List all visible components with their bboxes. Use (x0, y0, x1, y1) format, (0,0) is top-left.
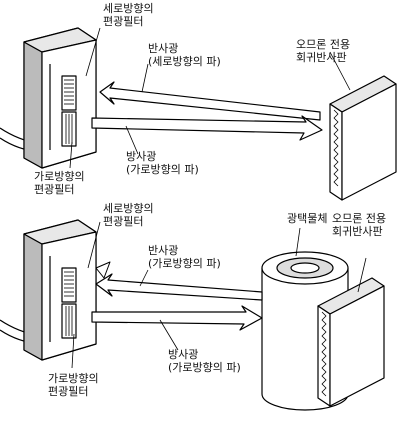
top-emitted-light-label: 방사광 (가로방향의 파) (126, 150, 199, 176)
bottom-horizontal-filter-line2: 편광필터 (48, 385, 89, 398)
bottom-horizontal-filter-line1: 가로방향의 (48, 372, 99, 385)
bottom-emitted-light-line2: (가로방향의 파) (168, 361, 241, 374)
top-leader-lines (69, 27, 351, 169)
bottom-vertical-filter-line1: 세로방향의 (103, 202, 154, 215)
bottom-reflected-light-line2: (가로방향의 파) (148, 257, 221, 270)
top-reflector-line2: 회귀반사판 (296, 51, 347, 64)
top-reflected-beam (99, 81, 321, 121)
top-reflector-line1: 오므론 전용 (296, 38, 351, 51)
top-reflector (329, 75, 397, 201)
bottom-reflected-light-label: 반사광 (가로방향의 파) (148, 244, 221, 270)
bottom-sensor (23, 219, 97, 361)
bottom-reflector-line2: 회귀반사판 (332, 225, 383, 238)
top-reflector-label: 오므론 전용 회귀반사판 (296, 38, 350, 64)
top-emitted-light-line1: 방사광 (126, 150, 157, 163)
top-emitted-light-line2: (가로방향의 파) (126, 163, 199, 176)
top-reflected-light-line1: 반사광 (148, 42, 179, 55)
top-reflected-light-line2: (세로방향의 파) (148, 55, 221, 68)
top-horizontal-filter-line1: 가로방향의 (34, 170, 85, 183)
bottom-emitted-beam (91, 305, 263, 331)
bottom-leader-lines (71, 221, 367, 369)
top-sensor (23, 27, 97, 169)
top-horizontal-filter-label: 가로방향의 편광필터 (34, 170, 85, 196)
bottom-vertical-filter-label: 세로방향의 편광필터 (103, 202, 154, 228)
bottom-reflector-label: 오므론 전용 회귀반사판 (332, 212, 386, 238)
bottom-emitted-light-label: 방사광 (가로방향의 파) (168, 348, 241, 374)
top-vertical-filter-line2: 편광필터 (103, 15, 144, 28)
bottom-vertical-filter-line2: 편광필터 (103, 215, 144, 228)
top-reflected-light-label: 반사광 (세로방향의 파) (148, 42, 221, 68)
bottom-reflected-beam (95, 273, 263, 301)
top-vertical-filter-line1: 세로방향의 (103, 2, 154, 15)
bottom-reflected-light-line1: 반사광 (148, 244, 179, 257)
bottom-reflector (317, 277, 385, 407)
bottom-emitted-light-line1: 방사광 (168, 348, 199, 361)
bottom-reflector-line1: 오므론 전용 (332, 212, 387, 225)
bottom-horizontal-filter-label: 가로방향의 편광필터 (48, 372, 99, 398)
top-vertical-filter-label: 세로방향의 편광필터 (103, 2, 154, 28)
top-horizontal-filter-line2: 편광필터 (34, 183, 75, 196)
glossy-object-label: 광택물체 (287, 212, 328, 225)
